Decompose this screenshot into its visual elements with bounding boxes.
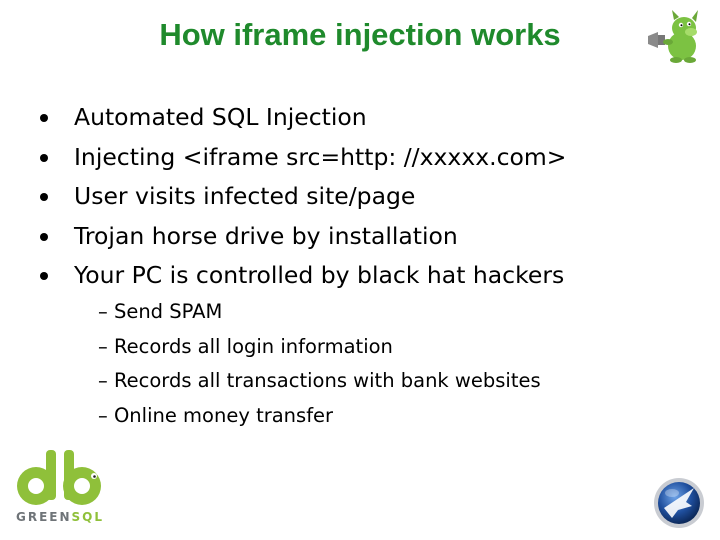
wordmark-main: GREEN xyxy=(16,510,72,524)
bullet-dot xyxy=(40,153,48,162)
bullet-dot xyxy=(40,232,48,241)
greensql-wordmark: GREENSQL xyxy=(16,510,116,524)
bullet-text: User visits infected site/page xyxy=(74,182,416,210)
bullet-item: Your PC is controlled by black hat hacke… xyxy=(40,256,566,296)
bullet-dot xyxy=(40,114,48,122)
greensql-db-logo-icon xyxy=(17,450,101,505)
bullet-item: Automated SQL Injection xyxy=(40,98,566,138)
blue-globe-bird-icon xyxy=(654,478,704,528)
bullet-list: Automated SQL Injection Injecting <ifram… xyxy=(40,98,566,296)
sub-bullet-item: – Online money transfer xyxy=(98,403,334,427)
bullet-item: Injecting <iframe src=http: //xxxxx.com> xyxy=(40,138,566,178)
bullet-item: Trojan horse drive by installation xyxy=(40,217,566,257)
wordmark-tail: SQL xyxy=(71,510,105,524)
sub-bullet-item: – Records all transactions with bank web… xyxy=(98,369,541,392)
bullet-text: Your PC is controlled by black hat hacke… xyxy=(74,261,565,289)
sub-bullet-item: – Records all login information xyxy=(98,334,393,358)
sub-bullet-list: – Send SPAM – Records all login informat… xyxy=(98,295,541,433)
slide-title: How iframe injection works xyxy=(159,17,561,52)
sub-bullet-item: – Send SPAM xyxy=(98,300,223,323)
bullet-item: User visits infected site/page xyxy=(40,177,566,217)
bullet-dot xyxy=(40,272,48,280)
green-dog-mascot-icon xyxy=(648,10,698,63)
bullet-text: Injecting <iframe src=http: //xxxxx.com> xyxy=(74,142,567,171)
bullet-text: Automated SQL Injection xyxy=(74,103,367,131)
bullet-text: Trojan horse drive by installation xyxy=(74,221,458,250)
bullet-dot xyxy=(40,193,48,201)
